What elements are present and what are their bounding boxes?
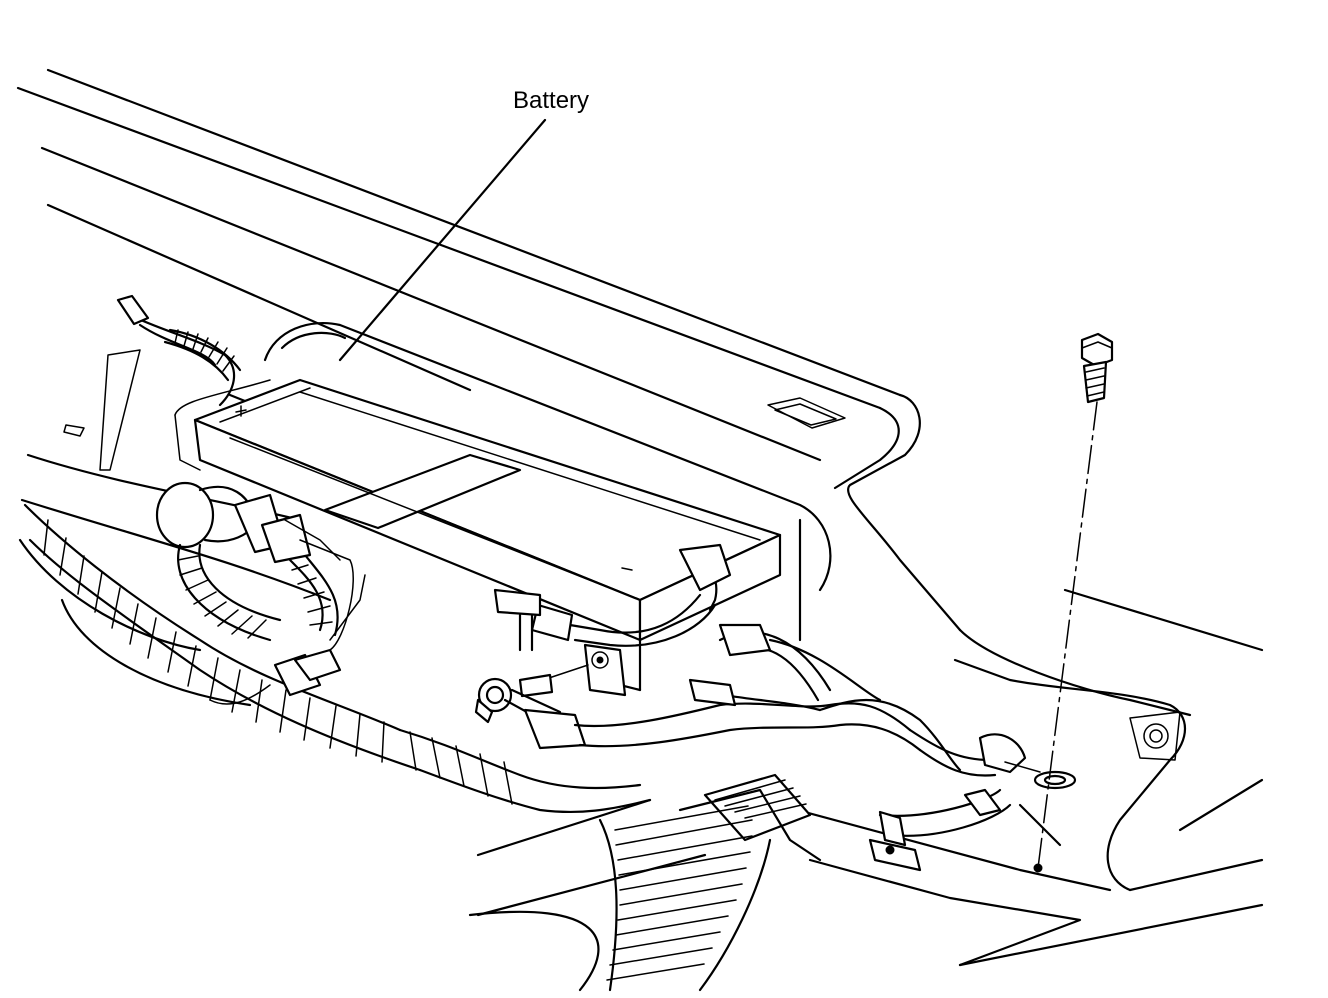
body-panel	[16, 68, 1264, 992]
battery-leader-line	[338, 118, 547, 362]
battery-label: Battery	[513, 87, 589, 114]
retaining-bolt	[1037, 332, 1114, 869]
battery	[174, 378, 782, 642]
cable-harness	[23, 294, 1077, 992]
battery-callout: Battery	[338, 87, 589, 362]
